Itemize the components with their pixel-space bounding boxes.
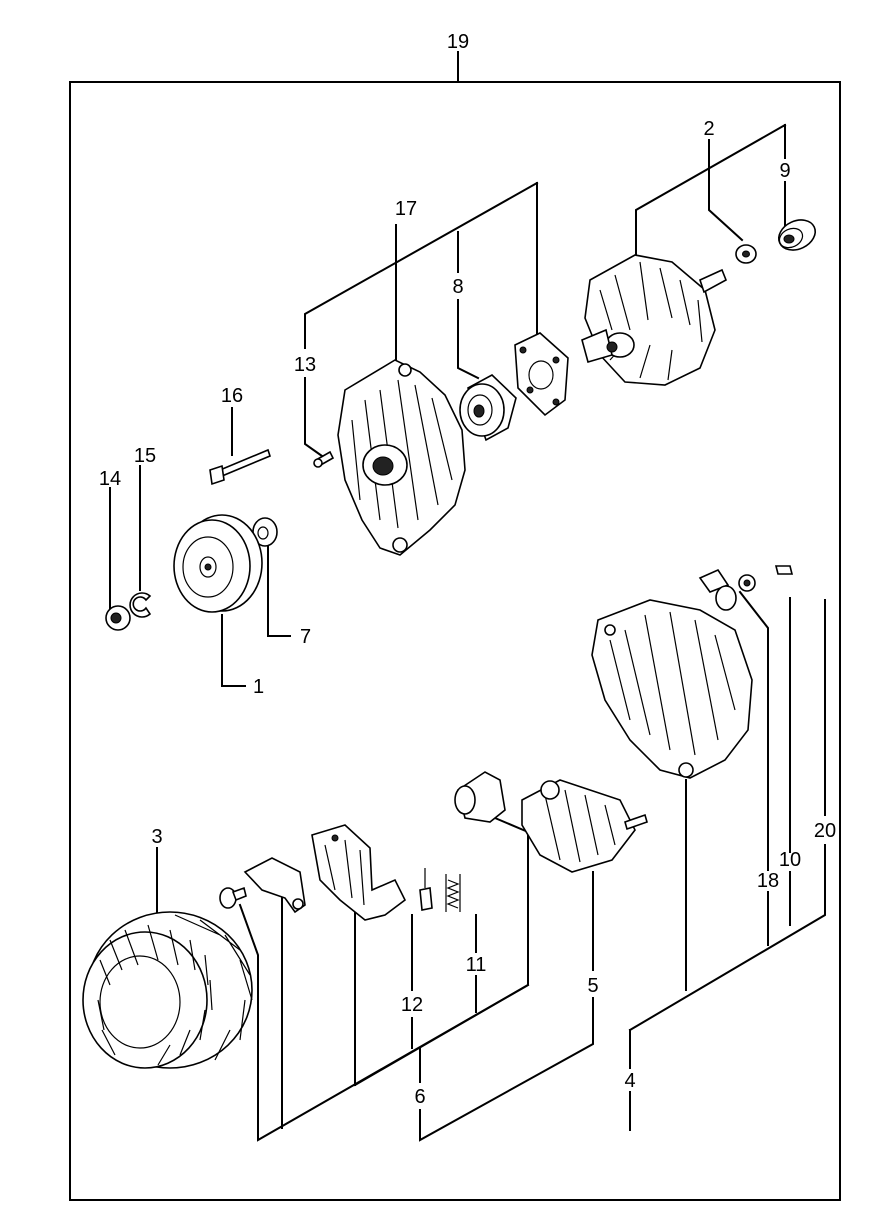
condenser [454, 771, 506, 823]
pulley-1 [173, 514, 263, 613]
label-18: 18 [757, 870, 779, 892]
label-20: 20 [814, 820, 836, 842]
front-bracket-17 [337, 359, 466, 556]
label-4: 4 [624, 1070, 635, 1092]
rotor [581, 254, 728, 386]
label-17: 17 [395, 198, 417, 220]
label-6: 6 [414, 1086, 425, 1108]
leader-2-9 [635, 123, 787, 259]
leader-7 [267, 544, 291, 637]
front-bearing-8 [459, 374, 517, 442]
spring-11 [445, 874, 461, 912]
label-7: 7 [300, 626, 311, 648]
screw-13 [313, 450, 335, 468]
label-14: 14 [99, 468, 121, 490]
label-5: 5 [587, 975, 598, 997]
label-12: 12 [401, 994, 423, 1016]
label-9: 9 [779, 160, 790, 182]
rectifier-5 [521, 779, 648, 873]
label-1: 1 [253, 676, 264, 698]
label-15: 15 [134, 445, 156, 467]
through-bolt-16 [209, 448, 271, 486]
assembly-frame [69, 81, 841, 1201]
leader-20-10-18-4 [628, 590, 826, 1131]
leader-1 [221, 614, 246, 687]
label-3: 3 [151, 826, 162, 848]
nut-14 [105, 605, 131, 631]
terminal-insulator [698, 568, 737, 611]
washer-10 [738, 574, 756, 592]
label-11: 11 [466, 954, 487, 976]
spacer-2 [735, 244, 757, 264]
brush-12 [419, 868, 433, 911]
bearing-retainer-plate [514, 332, 569, 417]
label-13: 13 [294, 354, 316, 376]
terminal-clip [243, 857, 306, 914]
leader-17-13-8 [304, 181, 539, 458]
spacer-7 [252, 517, 278, 547]
pin-20 [774, 565, 794, 575]
small-screw [219, 886, 247, 909]
label-2: 2 [703, 118, 714, 140]
label-8: 8 [452, 276, 463, 298]
label-10: 10 [779, 849, 801, 871]
rear-bracket [591, 599, 753, 779]
label-16: 16 [221, 385, 243, 407]
leader-5-6-11-12 [353, 816, 594, 1142]
label-19: 19 [447, 31, 469, 53]
lock-washer-15 [129, 592, 152, 618]
stator-3 [82, 911, 253, 1069]
regulator-brush-holder [311, 824, 407, 921]
rear-bearing-9 [777, 219, 817, 251]
leader-lines [109, 51, 826, 1142]
